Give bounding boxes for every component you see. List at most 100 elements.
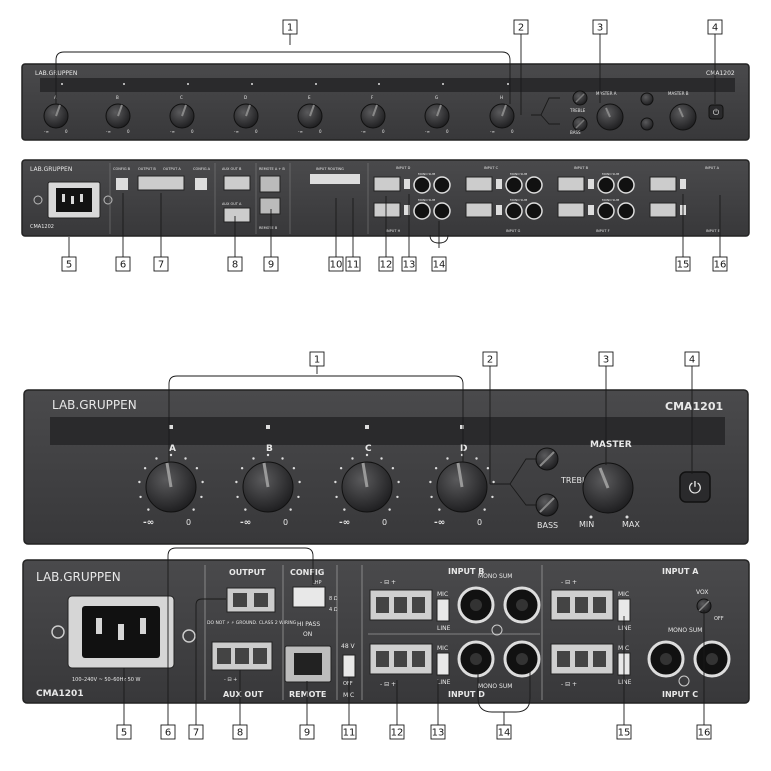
neg-inf-label: -∞	[425, 129, 430, 134]
aux-out-b-terminal[interactable]	[223, 175, 251, 191]
input-b-label: INPUT B	[574, 166, 589, 170]
config-b-switch[interactable]	[116, 178, 128, 190]
callout-number: 6	[165, 728, 171, 739]
power-inlet[interactable]	[67, 595, 175, 669]
channel-knob-b[interactable]: B-∞0	[235, 425, 301, 528]
zero-label: 0	[191, 129, 194, 134]
power-button[interactable]: ⏻	[679, 471, 711, 503]
polarity-label: - ⊟ +	[380, 681, 396, 688]
callout-number: 11	[347, 260, 360, 271]
treble-b-knob[interactable]	[640, 92, 654, 106]
callout-13: 13	[401, 256, 417, 272]
treble-knob[interactable]: TREBLE	[569, 90, 588, 113]
input-modules: MONO SUM MONO SUM MONO SUM MONO SUM MONO SUM…	[373, 172, 686, 220]
master-min-label: MIN	[579, 520, 594, 529]
input-module[interactable]: MONO SUM	[465, 198, 543, 220]
remote-label: REMOTE	[289, 690, 326, 699]
treble-knob[interactable]: TREBLE	[535, 447, 592, 485]
master-a-knob[interactable]: MASTER A	[596, 91, 624, 131]
channel-knob-d[interactable]: D-∞0	[429, 425, 495, 528]
callout-number: 12	[380, 260, 393, 271]
line-label: LINE	[618, 625, 632, 632]
config-a-switch[interactable]	[195, 178, 207, 190]
mic-line-switch[interactable]	[436, 652, 450, 676]
input-module[interactable]: MONO SUM	[373, 198, 451, 220]
master-max-label: MAX	[622, 520, 640, 529]
callout-number: 7	[158, 260, 164, 271]
bass-label: BASS	[570, 130, 581, 135]
phantom-switch[interactable]	[342, 654, 356, 678]
channel-knob-g[interactable]: G-∞0	[424, 83, 450, 134]
neg-inf-label: -∞	[361, 129, 366, 134]
indicator-led	[187, 83, 189, 85]
zero-label: 0	[127, 129, 130, 134]
input-module[interactable]: MONO SUM	[557, 198, 635, 220]
bass-knob[interactable]: BASS	[535, 493, 559, 530]
indicator-led	[61, 83, 63, 85]
channel-knob-a[interactable]: A-∞0	[43, 83, 69, 134]
channel-knob-f[interactable]: F-∞0	[360, 83, 386, 134]
neg-inf-label: -∞	[106, 129, 111, 134]
mic-line-switch[interactable]	[436, 598, 450, 622]
channel-knob-d[interactable]: D-∞0	[233, 83, 259, 134]
on-label: ON	[303, 631, 312, 638]
callout-3: 3	[592, 19, 608, 35]
ground-screw-icon	[182, 629, 196, 643]
remote-a-port[interactable]	[259, 175, 281, 193]
callout-number: 15	[677, 260, 690, 271]
aux-pm-label: - ⊟ +	[224, 677, 237, 683]
input-module[interactable]	[649, 202, 686, 218]
front-panel-small: LAB.GRUPPEN CMA1202 A-∞0B-∞0C-∞0D-∞0E-∞0…	[21, 63, 750, 141]
config-switch[interactable]	[292, 586, 326, 608]
callout-6: 6	[160, 724, 176, 740]
brand-logo: LAB.GRUPPEN	[30, 166, 72, 173]
warning-label: DO NOT ⚡ ⚡ GROUND. CLASS 2 WIRING	[207, 620, 297, 626]
callout-11: 11	[341, 724, 357, 740]
master-b-knob[interactable]: MASTER B	[668, 91, 697, 131]
power-inlet[interactable]	[47, 181, 101, 219]
aux-out-terminal[interactable]	[211, 641, 273, 671]
input-routing-label: INPUT ROUTING	[316, 167, 344, 171]
indicator-led	[169, 425, 173, 429]
v48-off-label: OFF	[343, 681, 353, 687]
master-knob[interactable]: MASTER MIN MAX	[579, 440, 640, 529]
input-module[interactable]: MONO SUM	[465, 172, 543, 194]
remote-port[interactable]	[284, 645, 332, 683]
channel-knob-e[interactable]: E-∞0	[297, 83, 323, 134]
rear-panel-small: LAB.GRUPPEN CMA1202 CONFIG B OUTPUT B OU…	[21, 159, 750, 237]
bass-b-knob[interactable]	[640, 117, 654, 131]
input-routing-switch[interactable]	[310, 174, 360, 184]
output-terminal[interactable]	[226, 587, 276, 613]
vox-switch[interactable]: VOX OFF	[696, 589, 724, 622]
input-module[interactable]: MONO SUM	[373, 172, 451, 194]
callout-number: 2	[487, 355, 493, 366]
indicator-led	[251, 83, 253, 85]
indicator-led	[266, 425, 270, 429]
power-button[interactable]: ⏻	[708, 104, 724, 120]
channel-knob-c[interactable]: C-∞0	[169, 83, 195, 134]
callout-5: 5	[116, 724, 132, 740]
aux-out-a-terminal[interactable]	[223, 207, 251, 223]
callout-number: 1	[314, 355, 320, 366]
input-e-label: INPUT E	[706, 229, 720, 233]
channel-knob-b[interactable]: B-∞0	[105, 83, 131, 134]
channel-knob-h[interactable]: H-∞0	[489, 83, 515, 134]
input-module[interactable]: MONO SUM	[557, 172, 635, 194]
bass-knob[interactable]: BASS	[570, 116, 588, 135]
remote-b-port[interactable]	[259, 197, 281, 215]
callout-number: 4	[689, 355, 695, 366]
zero-label: 0	[511, 129, 514, 134]
callout-14: 14	[431, 256, 447, 272]
channel-knob-c[interactable]: C-∞0	[334, 425, 400, 528]
v48-label: 48 V	[341, 643, 356, 650]
neg-inf-label: -∞	[234, 129, 239, 134]
input-module[interactable]	[649, 176, 686, 192]
indicator-led	[507, 83, 509, 85]
channel-knob-a[interactable]: A-∞0	[138, 425, 204, 528]
output-terminal[interactable]	[137, 175, 185, 191]
